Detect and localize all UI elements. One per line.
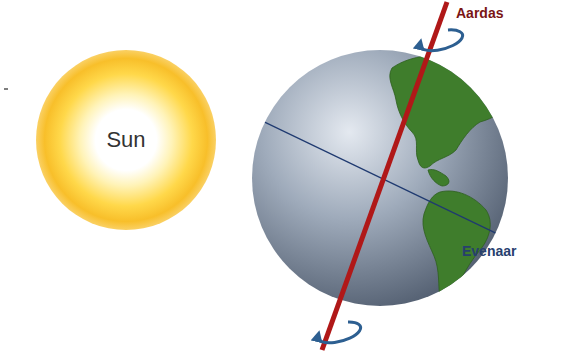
equator-line <box>250 115 510 240</box>
equator-label: Evenaar <box>462 243 516 259</box>
central-america <box>428 169 449 186</box>
rotation-arrow <box>420 30 463 51</box>
sun-label: Sun <box>106 127 145 153</box>
rotation-arrow <box>318 322 361 343</box>
earth-axis <box>322 2 447 350</box>
sun-circle: Sun <box>36 50 216 230</box>
stray-mark <box>4 88 8 90</box>
axis-label: Aardas <box>456 5 503 21</box>
